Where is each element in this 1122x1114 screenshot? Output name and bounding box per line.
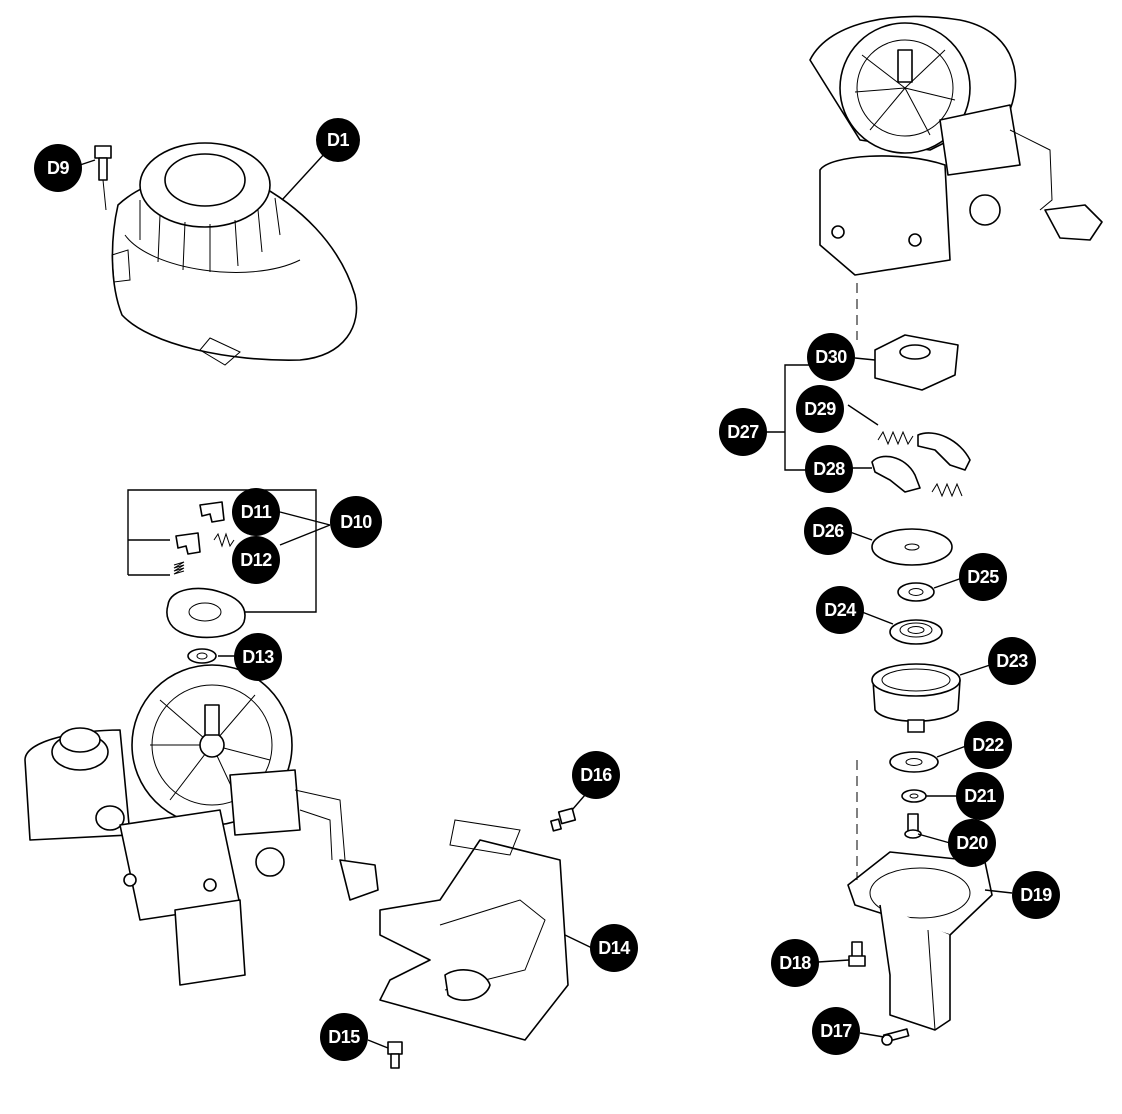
callout-label-d13: D13 bbox=[242, 647, 274, 667]
callout-label-d10: D10 bbox=[340, 512, 372, 532]
washer-part-d13 bbox=[187, 648, 217, 664]
callout-label-d14: D14 bbox=[598, 938, 630, 958]
callout-label-d18: D18 bbox=[779, 953, 811, 973]
callout-d25: D25 bbox=[959, 553, 1007, 601]
callout-d21: D21 bbox=[956, 772, 1004, 820]
callout-d10: D10 bbox=[330, 496, 382, 548]
callout-d20: D20 bbox=[948, 819, 996, 867]
callout-label-d27: D27 bbox=[727, 422, 759, 442]
washer-part-d22 bbox=[889, 751, 939, 773]
callout-d29: D29 bbox=[796, 385, 844, 433]
callout-d28: D28 bbox=[805, 445, 853, 493]
callout-label-d30: D30 bbox=[815, 347, 847, 367]
gear-case-part-d19 bbox=[847, 851, 993, 1031]
screw-part-d15 bbox=[387, 1041, 403, 1069]
callout-label-d12: D12 bbox=[240, 550, 272, 570]
callout-d12: D12 bbox=[232, 536, 280, 584]
screw-part-d17 bbox=[881, 1028, 910, 1046]
plate-part-d26 bbox=[871, 528, 953, 566]
callout-label-d11: D11 bbox=[241, 502, 272, 522]
callout-label-d16: D16 bbox=[580, 765, 612, 785]
spring-part-d29 bbox=[877, 430, 963, 498]
callout-label-d20: D20 bbox=[956, 833, 988, 853]
washer-part-d25 bbox=[897, 582, 935, 602]
callout-d22: D22 bbox=[964, 721, 1012, 769]
callout-label-d22: D22 bbox=[972, 735, 1004, 755]
callout-d11: D11 bbox=[232, 488, 280, 536]
callout-d30: D30 bbox=[807, 333, 855, 381]
pawl-part-d11 bbox=[199, 501, 225, 523]
bolt-part-d18 bbox=[848, 941, 866, 967]
callout-label-d29: D29 bbox=[804, 399, 836, 419]
callout-label-d25: D25 bbox=[967, 567, 999, 587]
callout-d1: D1 bbox=[316, 118, 360, 162]
clutch-shoe-part-d28 bbox=[871, 432, 971, 493]
callout-d13: D13 bbox=[234, 633, 282, 681]
callout-d26: D26 bbox=[804, 507, 852, 555]
callout-label-d9: D9 bbox=[47, 158, 69, 178]
callout-label-d28: D28 bbox=[813, 459, 845, 479]
callout-d27: D27 bbox=[719, 408, 767, 456]
callout-label-d15: D15 bbox=[328, 1027, 360, 1047]
washer-part-d21 bbox=[901, 789, 927, 803]
callout-d23: D23 bbox=[988, 637, 1036, 685]
callout-label-d1: D1 bbox=[327, 130, 349, 150]
callout-d14: D14 bbox=[590, 924, 638, 972]
clutch-plate-part bbox=[166, 587, 246, 639]
callout-d18: D18 bbox=[771, 939, 819, 987]
engine-assembly-right bbox=[809, 15, 1103, 276]
screw-part-d20 bbox=[904, 813, 922, 839]
callout-label-d26: D26 bbox=[812, 521, 844, 541]
drum-part-d23 bbox=[871, 663, 961, 733]
callout-label-d23: D23 bbox=[996, 651, 1028, 671]
bracket-d10 bbox=[127, 489, 331, 613]
bearing-part-d24 bbox=[889, 619, 943, 645]
bolt-part-d9 bbox=[94, 145, 112, 181]
pad-part-d30 bbox=[874, 334, 959, 391]
callout-d19: D19 bbox=[1012, 871, 1060, 919]
pawl-part-d12 bbox=[175, 532, 235, 555]
spring-part bbox=[173, 561, 185, 575]
callout-d9: D9 bbox=[34, 144, 82, 192]
callout-label-d21: D21 bbox=[964, 786, 996, 806]
engine-cover-part-d14 bbox=[379, 819, 569, 1041]
callout-label-d19: D19 bbox=[1020, 885, 1052, 905]
engine-assembly-left bbox=[24, 664, 379, 986]
callout-d17: D17 bbox=[812, 1007, 860, 1055]
screw-part-d16 bbox=[550, 807, 577, 832]
callout-d24: D24 bbox=[816, 586, 864, 634]
callout-d16: D16 bbox=[572, 751, 620, 799]
callout-d15: D15 bbox=[320, 1013, 368, 1061]
callout-label-d17: D17 bbox=[820, 1021, 852, 1041]
fan-cover-part-d1 bbox=[111, 142, 358, 366]
callout-label-d24: D24 bbox=[824, 600, 856, 620]
